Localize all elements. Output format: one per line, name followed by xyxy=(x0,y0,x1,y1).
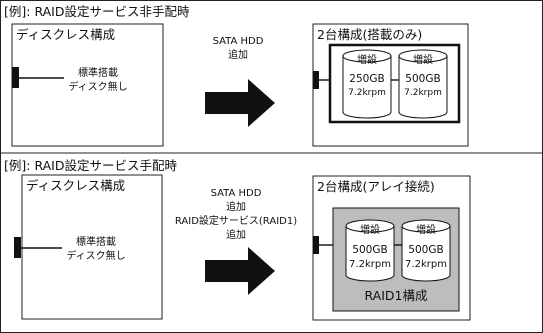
action-line: 追加 xyxy=(226,228,246,241)
connector-block xyxy=(12,67,19,88)
disk-label: 増設 xyxy=(416,223,436,236)
diskless-box xyxy=(21,174,163,320)
action-line: SATA HDD xyxy=(213,36,264,47)
action-line: 追加 xyxy=(226,200,246,213)
disk-capacity: 500GB xyxy=(405,73,440,85)
connector-block xyxy=(313,71,319,89)
disk-cylinder: 増設 500GB 7.2krpm xyxy=(345,219,395,282)
action-line: SATA HDD xyxy=(211,188,262,199)
right-arrow-icon xyxy=(205,247,275,295)
right-arrow-icon xyxy=(205,79,275,127)
action-line: RAID設定サービス(RAID1) xyxy=(175,214,297,227)
action-line: 追加 xyxy=(228,48,248,61)
disk-capacity: 250GB xyxy=(349,73,384,85)
disk-speed: 7.2krpm xyxy=(404,88,442,98)
diskless-box-title: ディスクレス構成 xyxy=(16,27,115,42)
section-non-raid: [例]: RAID設定サービス非手配時 ディスクレス構成 標準搭載 ディスク無し… xyxy=(4,4,469,147)
disk-label: 増設 xyxy=(413,53,433,66)
diskless-box xyxy=(11,23,164,147)
disk-group-border xyxy=(328,43,461,124)
connector-block xyxy=(313,236,319,254)
section-heading: [例]: RAID設定サービス手配時 xyxy=(4,158,177,173)
two-disk-box-title: 2台構成(搭載のみ) xyxy=(317,27,422,42)
section-heading: [例]: RAID設定サービス非手配時 xyxy=(4,4,190,19)
disk-cylinder: 増設 500GB 7.2krpm xyxy=(398,49,448,119)
connector-block xyxy=(14,237,21,258)
disk-speed: 7.2krpm xyxy=(405,259,447,270)
disk-capacity: 500GB xyxy=(352,244,387,256)
disk-speed: 7.2krpm xyxy=(348,88,386,98)
disk-cylinder: 増設 250GB 7.2krpm xyxy=(342,49,392,119)
disk-label: 増設 xyxy=(360,223,380,236)
standard-mount-label: 標準搭載 xyxy=(78,66,118,79)
disk-cylinder: 増設 500GB 7.2krpm xyxy=(401,219,451,282)
array-box-title: 2台構成(アレイ接続) xyxy=(317,179,435,194)
standard-mount-label: 標準搭載 xyxy=(76,235,116,248)
disk-speed: 7.2krpm xyxy=(349,259,391,270)
disk-capacity: 500GB xyxy=(408,244,443,256)
disk-label: 増設 xyxy=(357,53,377,66)
section-raid: [例]: RAID設定サービス手配時 ディスクレス構成 標準搭載 ディスク無し … xyxy=(4,158,471,321)
raid1-group-label: RAID1構成 xyxy=(365,288,428,303)
diskless-box-title: ディスクレス構成 xyxy=(26,178,125,193)
no-disk-label: ディスク無し xyxy=(66,249,125,262)
no-disk-label: ディスク無し xyxy=(68,80,127,93)
